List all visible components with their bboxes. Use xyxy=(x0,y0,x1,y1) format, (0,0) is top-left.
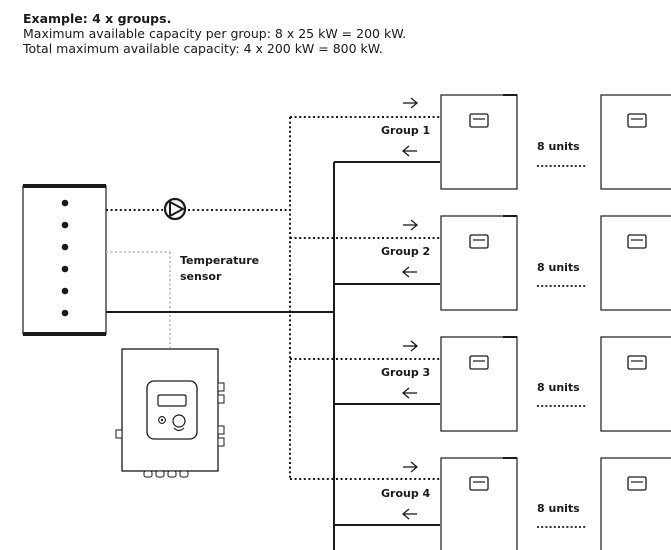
group-2-units: 8 units xyxy=(537,261,580,274)
heat-pump-unit xyxy=(440,457,518,550)
group-4-units: 8 units xyxy=(537,502,580,515)
diagram-title: Example: 4 x groups. xyxy=(23,11,172,26)
buffer-tank xyxy=(22,184,107,336)
arrow-right-icon xyxy=(403,461,419,473)
heat-pump-unit xyxy=(440,215,518,311)
display-icon xyxy=(469,234,489,249)
group-2-label: Group 2 xyxy=(381,245,430,258)
return-pipes-solid xyxy=(106,161,440,550)
group-1: Group 1 8 units xyxy=(381,94,671,190)
display-icon xyxy=(627,113,647,128)
arrow-left-icon xyxy=(401,266,417,278)
capacity-per-group-text: Maximum available capacity per group: 8 … xyxy=(23,26,407,41)
display-icon xyxy=(627,476,647,491)
controller-panel xyxy=(146,380,198,440)
sensor-label-line1: Temperature xyxy=(180,254,259,267)
heat-pump-unit xyxy=(440,336,518,432)
group-3-label: Group 3 xyxy=(381,366,430,379)
arrow-right-icon xyxy=(403,219,419,231)
display-icon xyxy=(469,113,489,128)
heat-pump-unit xyxy=(600,457,671,550)
group-2: Group 2 8 units xyxy=(381,215,671,311)
diagram-header: Example: 4 x groups. Maximum available c… xyxy=(23,11,406,56)
group-1-label: Group 1 xyxy=(381,124,430,137)
heat-pump-unit xyxy=(600,215,671,311)
display-icon xyxy=(469,476,489,491)
heat-pump-unit xyxy=(440,94,518,190)
heat-pump-unit xyxy=(600,336,671,432)
display-icon xyxy=(627,234,647,249)
arrow-left-icon xyxy=(401,387,417,399)
pump-icon xyxy=(163,197,187,221)
group-4: Group 4 8 units xyxy=(381,457,671,550)
sensor-wiring xyxy=(106,251,171,348)
group-3: Group 3 8 units xyxy=(381,336,671,432)
arrow-right-icon xyxy=(403,97,419,109)
group-4-label: Group 4 xyxy=(381,487,431,500)
total-capacity-text: Total maximum available capacity: 4 x 20… xyxy=(23,41,383,56)
group-3-units: 8 units xyxy=(537,381,580,394)
display-icon xyxy=(469,355,489,370)
sensor-label-line2: sensor xyxy=(180,270,222,283)
arrow-left-icon xyxy=(401,145,417,157)
controller-box xyxy=(115,348,225,478)
display-icon xyxy=(627,355,647,370)
arrow-left-icon xyxy=(401,508,417,520)
flow-pipes-dotted xyxy=(106,116,440,480)
heat-pump-unit xyxy=(600,94,671,190)
group-1-units: 8 units xyxy=(537,140,580,153)
arrow-right-icon xyxy=(403,340,419,352)
